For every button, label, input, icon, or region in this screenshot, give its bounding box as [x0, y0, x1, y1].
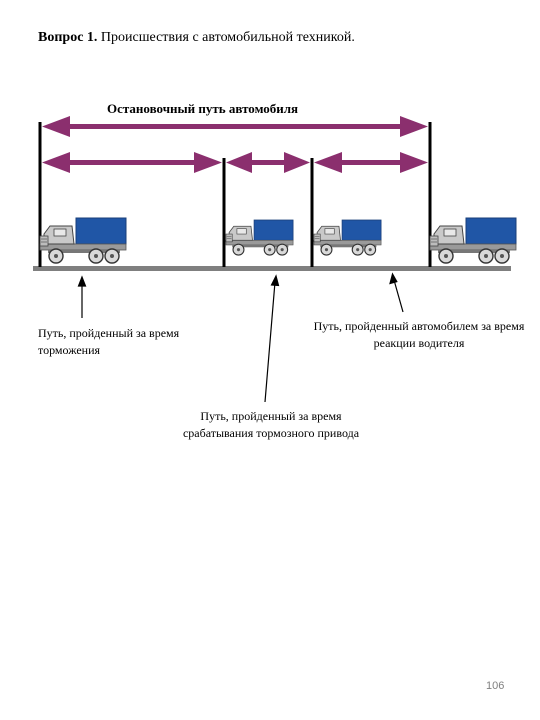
brake-drive-distance-arrow [226, 152, 310, 173]
road [33, 266, 511, 271]
truck-icon [429, 217, 517, 264]
question-text: Происшествия с автомобильной техникой. [100, 30, 355, 45]
drive-pointer-arrowhead [270, 274, 280, 287]
question-number: Вопрос 1. [38, 30, 98, 45]
reaction-pointer-arrowhead [389, 272, 398, 285]
reaction-distance-arrow [314, 152, 428, 173]
stopping-distance-arrow [42, 116, 428, 137]
page-number: 106 [486, 680, 505, 692]
page-title: Вопрос 1. Происшествия с автомобильной т… [38, 30, 355, 46]
truck-icon [225, 219, 294, 256]
truck-icon [313, 219, 382, 256]
braking-caption: Путь, пройденный за время торможения [38, 326, 180, 357]
truck-icon [39, 217, 127, 264]
reaction-pointer-line [393, 279, 404, 313]
braking-distance-arrow [42, 152, 222, 173]
reaction-caption: Путь, пройденный автомобилем за время ре… [313, 319, 525, 350]
drive-pointer-line [264, 281, 276, 403]
stopping-distance-label: Остановочный путь автомобиля [107, 101, 299, 116]
braking-pointer-arrowhead [77, 275, 87, 287]
brake-drive-caption: Путь, пройденный за время срабатывания т… [182, 409, 360, 440]
